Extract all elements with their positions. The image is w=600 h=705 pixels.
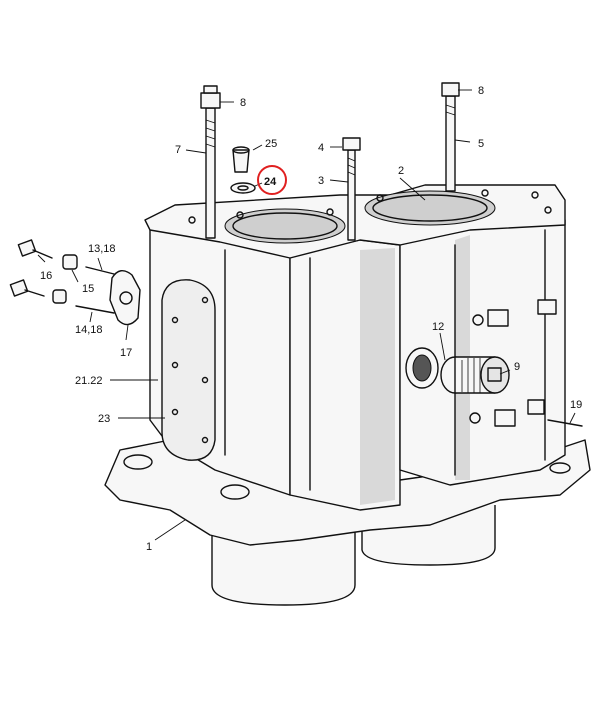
cylinder-block [149,219,566,511]
stud-19 [547,419,583,427]
callout-8-left: 8 [240,97,246,109]
callout-4: 4 [318,142,324,154]
drain-plug [440,356,510,394]
loose-bolt-16a [17,239,53,259]
short-stud [342,137,361,241]
callout-14-18: 14,18 [75,324,103,336]
highlight-ring-24 [257,165,287,195]
loose-bolt-16b [9,279,45,297]
callout-23: 23 [98,413,110,425]
callout-24: 24 [264,176,277,188]
gasket-17 [109,270,141,326]
sealing-washer [230,182,256,194]
callout-labels: 8 8 7 25 4 3 5 2 12 9 13,18 16 15 14,18 … [40,85,582,553]
callout-1: 1 [146,541,152,553]
callout-17: 17 [120,347,132,359]
callout-8-right: 8 [478,85,484,97]
callout-9: 9 [514,361,520,373]
callout-25: 25 [265,138,277,150]
callout-21-22: 21.22 [75,375,103,387]
long-stud-right [441,82,460,192]
callout-15: 15 [82,283,94,295]
callout-16: 16 [40,270,52,282]
callout-5: 5 [478,138,484,150]
callout-13-18: 13,18 [88,243,116,255]
loose-nuts-15 [52,254,78,304]
callout-7: 7 [175,144,181,156]
callout-2: 2 [398,165,404,177]
side-bolts [469,299,557,427]
dowel-pin [232,146,250,173]
callout-3: 3 [318,175,324,187]
callout-12: 12 [432,321,444,333]
water-outlet-boss [405,347,439,389]
callout-19: 19 [570,399,582,411]
leader-lines [37,89,576,541]
long-stud-left [200,85,221,239]
loose-studs-13-14 [75,266,119,314]
side-cover-plate [161,279,216,461]
